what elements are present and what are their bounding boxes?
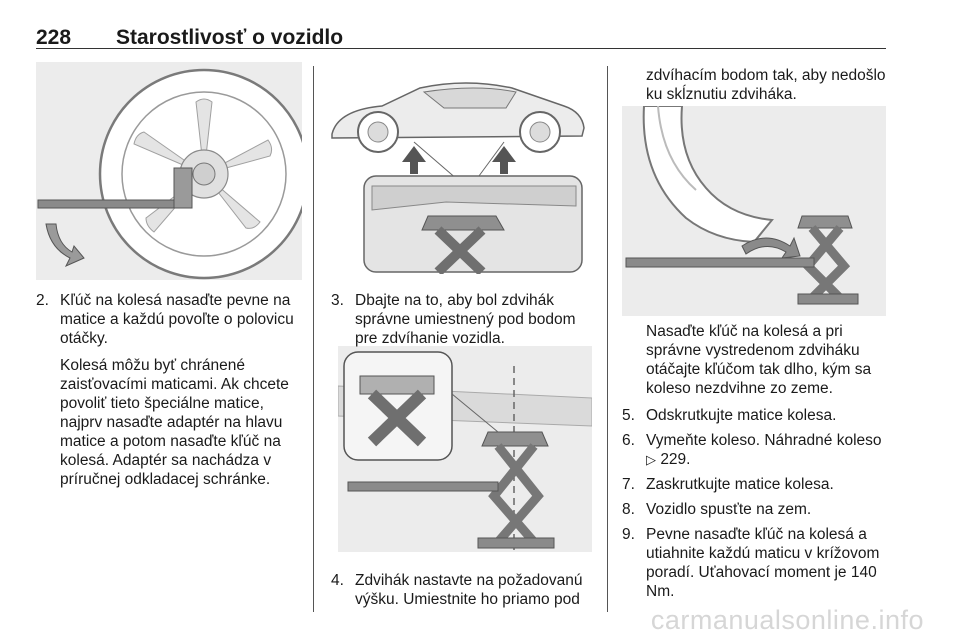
- step-text: Vymeňte koleso. Náhradné koleso: [646, 432, 882, 449]
- column-3-bottom-text: Nasaďte kľúč na kolesá a pri správne vys…: [622, 322, 888, 601]
- column-2-bottom-text: 4. Zdvihák nastavte na požadovanú výšku.…: [331, 571, 597, 609]
- step-text: Kľúč na kolesá nasaďte pevne na matice a…: [60, 292, 294, 347]
- wheel-wrench-illustration: [36, 62, 302, 280]
- step-2-note: Kolesá môžu byť chránené zaisťovacími ma…: [60, 357, 289, 488]
- step-8: 8. Vozidlo spusťte na zem.: [622, 500, 888, 519]
- step-number: 9.: [622, 526, 635, 543]
- watermark: carmanualsonline.info: [650, 605, 924, 635]
- step-number: 2.: [36, 292, 49, 309]
- step-number: 3.: [331, 292, 344, 309]
- step-4-continued: zdvíhacím bodom tak, aby nedošlo ku skĺz…: [646, 67, 886, 103]
- step-text: Dbajte na to, aby bol zdvihák správne um…: [355, 292, 576, 347]
- step-6: 6. Vymeňte koleso. Náhradné koleso ▷ 229…: [622, 431, 888, 469]
- step-text: Vozidlo spusťte na zem.: [646, 501, 812, 518]
- column-2-top-text: 3. Dbajte na to, aby bol zdvihák správne…: [331, 291, 597, 348]
- step-2: 2. Kľúč na kolesá nasaďte pevne na matic…: [36, 291, 302, 348]
- column-divider: [313, 66, 314, 612]
- jack-placement-illustration: [338, 346, 592, 552]
- jacking-point-illustration: [326, 66, 592, 274]
- jack-lifting-illustration: [622, 106, 886, 316]
- step-text: Pevne nasaďte kľúč na kolesá a utiahnite…: [646, 526, 880, 600]
- step-text: Odskrutkujte matice kolesa.: [646, 407, 837, 424]
- step-text: Zaskrutkujte matice kolesa.: [646, 476, 834, 493]
- page-ref-icon: ▷: [646, 452, 656, 467]
- step-number: 6.: [622, 432, 635, 449]
- step-7: 7. Zaskrutkujte matice kolesa.: [622, 475, 888, 494]
- page-ref-link[interactable]: 229.: [660, 451, 691, 468]
- header-rule: [36, 48, 886, 49]
- page-header: 228 Starostlivosť o vozidlo: [36, 18, 886, 52]
- step-number: 7.: [622, 476, 635, 493]
- step-text: Zdvihák nastavte na požadovanú výšku. Um…: [355, 572, 583, 608]
- page-number: 228: [36, 26, 72, 49]
- column-3-top-text: zdvíhacím bodom tak, aby nedošlo ku skĺz…: [622, 66, 888, 104]
- column-1-text: 2. Kľúč na kolesá nasaďte pevne na matic…: [36, 291, 302, 489]
- step-4-note: Nasaďte kľúč na kolesá a pri správne vys…: [646, 323, 872, 397]
- step-4: 4. Zdvihák nastavte na požadovanú výšku.…: [331, 571, 597, 609]
- page-title: Starostlivosť o vozidlo: [116, 26, 344, 49]
- step-number: 8.: [622, 501, 635, 518]
- step-number: 4.: [331, 572, 344, 589]
- step-9: 9. Pevne nasaďte kľúč na kolesá a utiahn…: [622, 525, 888, 601]
- step-5: 5. Odskrutkujte matice kolesa.: [622, 406, 888, 425]
- step-number: 5.: [622, 407, 635, 424]
- step-3: 3. Dbajte na to, aby bol zdvihák správne…: [331, 291, 597, 348]
- column-divider: [607, 66, 608, 612]
